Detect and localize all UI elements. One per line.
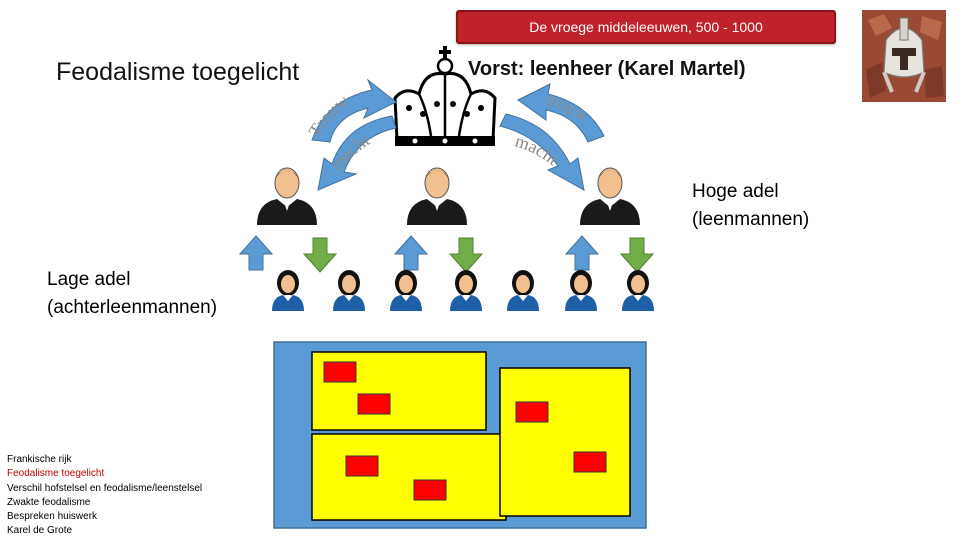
helmet-thumbnail xyxy=(862,10,946,102)
arrow-up-icon xyxy=(565,235,599,271)
person-icon xyxy=(565,270,597,311)
crown-icon xyxy=(393,46,497,146)
person-icon xyxy=(579,167,641,226)
lage-adel-label: Lage adel (achterleenmannen) xyxy=(47,266,217,322)
manor-block xyxy=(323,361,357,383)
arrow-down-icon xyxy=(303,237,337,273)
manor-block xyxy=(357,393,391,415)
person-icon xyxy=(622,270,654,311)
nav-item[interactable]: Karel de Grote xyxy=(7,525,73,537)
manor-block xyxy=(413,479,447,501)
person-icon xyxy=(390,270,422,311)
person-icon xyxy=(333,270,365,311)
manor-block xyxy=(573,451,607,473)
land-map xyxy=(273,341,647,529)
vorst-label: Vorst: leenheer (Karel Martel) xyxy=(468,58,746,80)
lage-adel-line-2: (achterleenmannen) xyxy=(47,297,218,318)
fief-block xyxy=(311,433,507,521)
person-icon xyxy=(406,167,468,226)
hoge-adel-line-1: Hoge adel xyxy=(692,181,779,202)
hoge-adel-line-2: (leenmannen) xyxy=(692,209,810,230)
slide-navigation: Frankische rijk Feodalisme toegelicht Ve… xyxy=(7,453,202,539)
arrow-right-down xyxy=(499,113,585,191)
arrow-right-up xyxy=(517,83,605,143)
nav-item-active[interactable]: Feodalisme toegelicht xyxy=(7,468,105,480)
nav-item[interactable]: Bespreken huiswerk xyxy=(7,511,98,523)
person-icon xyxy=(272,270,304,311)
arrow-left-down xyxy=(317,115,397,191)
arrow-left-up xyxy=(311,78,397,143)
nav-item[interactable]: Frankische rijk xyxy=(7,454,72,465)
arrow-up-icon xyxy=(239,235,273,271)
nav-item[interactable]: Verschil hofstelsel en feodalisme/leenst… xyxy=(7,482,203,494)
person-icon xyxy=(507,270,539,311)
header-banner: De vroege middeleeuwen, 500 - 1000 xyxy=(456,10,836,44)
manor-block xyxy=(345,455,379,477)
person-icon xyxy=(450,270,482,311)
fief-block xyxy=(499,367,631,517)
arrow-up-icon xyxy=(394,235,428,271)
page-title: Feodalisme toegelicht xyxy=(56,58,300,86)
manor-block xyxy=(515,401,549,423)
banner-text: De vroege middeleeuwen, 500 - 1000 xyxy=(529,19,763,35)
hoge-adel-label: Hoge adel (leenmannen) xyxy=(692,178,809,234)
lage-adel-line-1: Lage adel xyxy=(47,269,131,290)
arrow-down-icon xyxy=(620,237,654,273)
person-icon xyxy=(256,167,318,226)
arrow-down-icon xyxy=(449,237,483,273)
nav-item[interactable]: Zwakte feodalisme xyxy=(7,496,91,508)
